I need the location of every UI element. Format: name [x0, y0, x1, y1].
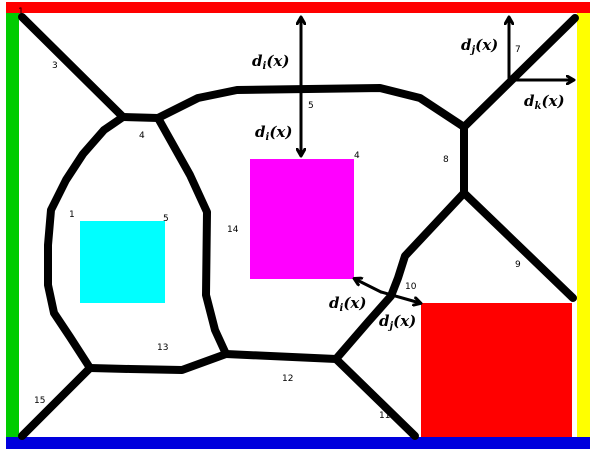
arrow-dj-red-corner [379, 290, 420, 303]
label-9: 9 [515, 260, 521, 270]
label-di-magenta: di(x) [255, 123, 292, 143]
label-3: 3 [52, 61, 58, 71]
label-14: 14 [227, 225, 239, 235]
label-dj-corner: dj(x) [379, 312, 416, 332]
label-7: 7 [515, 45, 521, 55]
label-8: 8 [443, 155, 449, 165]
edge-7 [460, 14, 579, 131]
border-left [6, 13, 19, 437]
label-12: 12 [282, 374, 293, 384]
edge-14 [154, 114, 230, 358]
distance-arrows [301, 18, 573, 303]
obstacle-cyan [80, 221, 165, 303]
border-right [577, 13, 590, 437]
edge-9 [460, 189, 577, 302]
label-5-mid: 5 [308, 101, 314, 111]
arrow-di-magenta-corner [355, 279, 383, 294]
label-5-cyan: 5 [163, 214, 169, 224]
label-di-corner: di(x) [329, 294, 366, 314]
edge-4 [119, 113, 162, 122]
edge-5 [154, 84, 468, 131]
label-4-magenta: 4 [354, 151, 360, 161]
label-di-top: di(x) [252, 52, 289, 72]
label-11: 11 [379, 411, 390, 421]
label-dk-right: dk(x) [524, 92, 565, 112]
label-15: 15 [34, 396, 45, 406]
label-1-cyan: 1 [69, 210, 75, 220]
edge-13 [86, 350, 230, 374]
label-4-left: 4 [139, 131, 145, 141]
obstacle-red [421, 303, 572, 437]
label-dj-top: dj(x) [461, 36, 498, 56]
label-10: 10 [405, 282, 417, 292]
edge-12 [222, 350, 340, 363]
edge-cell-left [44, 113, 127, 372]
edge-10 [332, 189, 468, 363]
label-1-top: 1 [18, 7, 24, 17]
voronoi-edges [18, 13, 579, 440]
border-top [6, 2, 590, 13]
label-13: 13 [157, 343, 168, 353]
edge-15 [18, 364, 94, 440]
edge-11 [332, 355, 419, 440]
obstacle-magenta [250, 159, 354, 279]
border-bottom [6, 437, 590, 449]
edge-3 [18, 13, 127, 121]
